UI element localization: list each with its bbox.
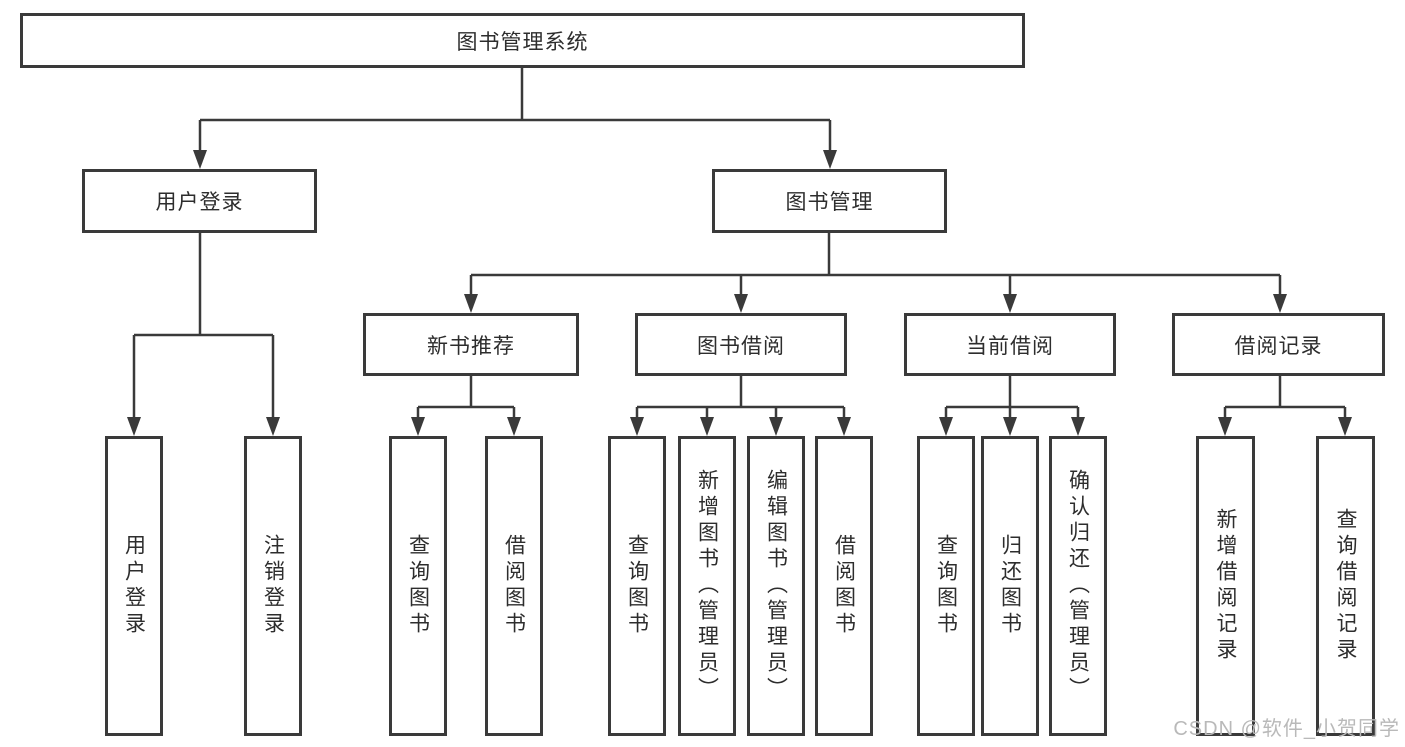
leaf-return-book-label: 归还图书 xyxy=(998,534,1022,638)
leaf-query-books-borrowing-label: 查询图书 xyxy=(625,534,649,638)
node-new-book-recommendation: 新书推荐 xyxy=(363,313,579,376)
leaf-query-books-recommend: 查询图书 xyxy=(389,436,447,736)
leaf-user-login-label: 用户登录 xyxy=(122,534,146,638)
leaf-query-borrow-record: 查询借阅记录 xyxy=(1316,436,1375,736)
node-borrowing-records: 借阅记录 xyxy=(1172,313,1385,376)
leaf-add-borrow-record-label: 新增借阅记录 xyxy=(1214,508,1237,664)
leaf-add-borrow-record: 新增借阅记录 xyxy=(1196,436,1255,736)
leaf-borrow-books-recommend: 借阅图书 xyxy=(485,436,543,736)
csdn-watermark: CSDN @软件_小贺同学 xyxy=(1173,718,1400,740)
node-current-borrowing: 当前借阅 xyxy=(904,313,1116,376)
leaf-add-book-admin-label: 新增图书（管理员） xyxy=(695,469,719,703)
arrowheads xyxy=(127,150,1352,436)
leaf-confirm-return-admin: 确认归还（管理员） xyxy=(1049,436,1107,736)
node-book-borrowing-label: 图书借阅 xyxy=(697,334,785,358)
node-book-borrowing: 图书借阅 xyxy=(635,313,847,376)
leaf-edit-book-admin-label: 编辑图书（管理员） xyxy=(764,469,788,703)
node-borrowing-records-label: 借阅记录 xyxy=(1234,334,1323,358)
leaf-add-book-admin: 新增图书（管理员） xyxy=(678,436,736,736)
node-user-login-label: 用户登录 xyxy=(155,191,244,214)
leaf-query-books-borrowing: 查询图书 xyxy=(608,436,666,736)
leaf-edit-book-admin: 编辑图书（管理员） xyxy=(747,436,805,736)
leaf-logout-login-label: 注销登录 xyxy=(261,534,285,638)
leaf-query-books-current: 查询图书 xyxy=(917,436,975,736)
node-book-management: 图书管理 xyxy=(712,169,947,233)
root-node-label: 图书管理系统 xyxy=(456,30,589,54)
leaf-query-borrow-record-label: 查询借阅记录 xyxy=(1334,508,1357,664)
node-new-book-recommendation-label: 新书推荐 xyxy=(427,334,515,358)
node-user-login: 用户登录 xyxy=(82,169,317,233)
leaf-query-books-recommend-label: 查询图书 xyxy=(406,534,430,638)
leaf-user-login: 用户登录 xyxy=(105,436,163,736)
leaf-confirm-return-admin-label: 确认归还（管理员） xyxy=(1066,469,1090,703)
leaf-borrow-books-borrowing: 借阅图书 xyxy=(815,436,873,736)
root-node-library-management-system: 图书管理系统 xyxy=(20,13,1025,68)
leaf-borrow-books-recommend-label: 借阅图书 xyxy=(502,534,526,638)
leaf-return-book: 归还图书 xyxy=(981,436,1039,736)
leaf-logout-login: 注销登录 xyxy=(244,436,302,736)
node-current-borrowing-label: 当前借阅 xyxy=(966,334,1054,358)
leaf-query-books-current-label: 查询图书 xyxy=(934,534,958,638)
leaf-borrow-books-borrowing-label: 借阅图书 xyxy=(832,534,856,638)
node-book-management-label: 图书管理 xyxy=(785,191,874,214)
